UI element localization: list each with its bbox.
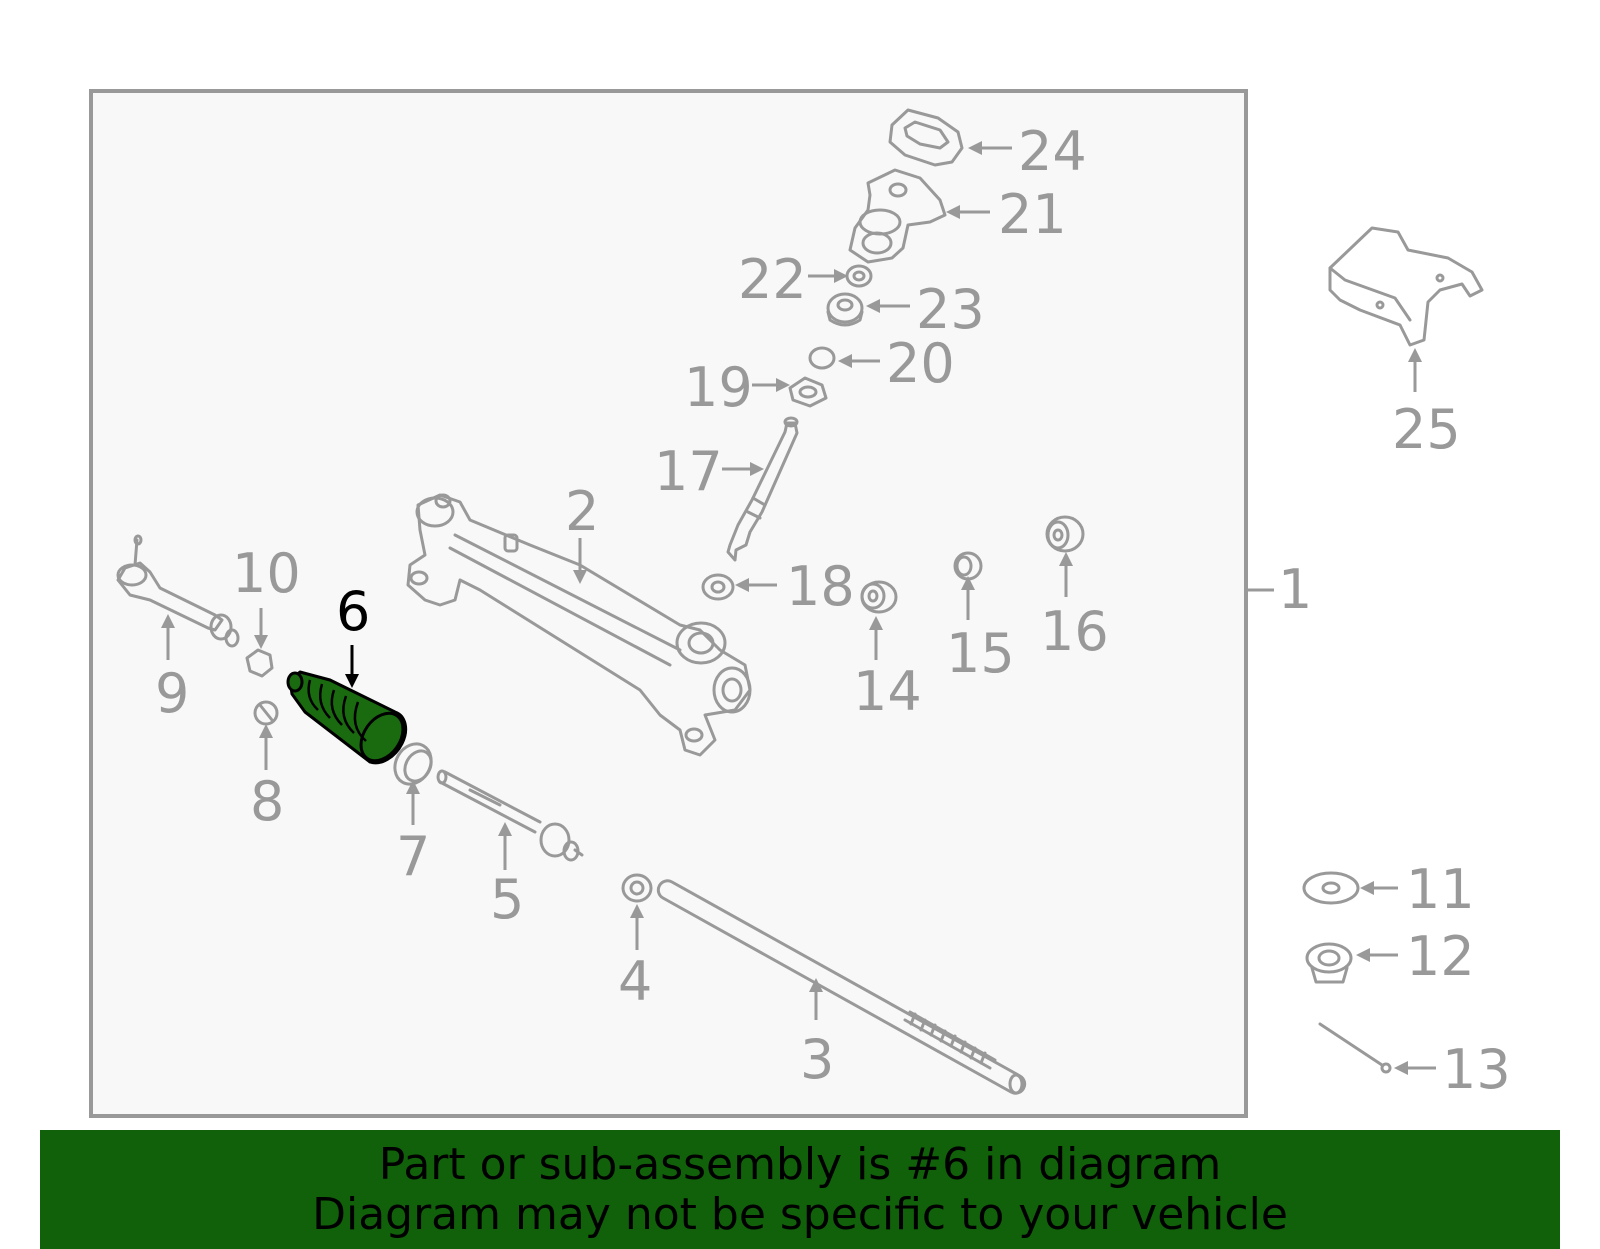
label-8: 8 [250, 770, 284, 833]
label-4: 4 [618, 950, 652, 1013]
label-6: 6 [336, 580, 370, 643]
label-22: 22 [738, 248, 807, 311]
label-10: 10 [232, 542, 301, 605]
part-3-rack-bar[interactable] [656, 879, 1027, 1095]
part-6-boot-highlighted[interactable] [286, 670, 412, 769]
label-16: 16 [1040, 600, 1109, 663]
label-2: 2 [565, 480, 599, 543]
part-5-inner-tie-rod[interactable] [436, 769, 584, 862]
part-23-bearing[interactable] [826, 292, 864, 327]
label-9: 9 [155, 662, 189, 725]
part-11-washer[interactable] [1302, 871, 1360, 905]
banner-line-1: Part or sub-assembly is #6 in diagram [378, 1138, 1222, 1190]
label-17: 17 [654, 440, 723, 503]
part-7-clamp[interactable] [388, 737, 438, 790]
part-17-pinion-shaft[interactable] [726, 416, 799, 562]
part-4-bushing[interactable] [621, 873, 653, 903]
part-9-tie-rod-end[interactable] [116, 534, 240, 648]
notice-banner: Part or sub-assembly is #6 in diagram Di… [40, 1130, 1560, 1249]
part-13-bolt[interactable] [1318, 1022, 1392, 1074]
label-24: 24 [1018, 120, 1087, 183]
part-10-nut[interactable] [245, 648, 274, 678]
label-5: 5 [490, 868, 524, 931]
label-11: 11 [1406, 858, 1475, 921]
part-14-bushing[interactable] [860, 580, 898, 614]
label-12: 12 [1406, 925, 1475, 988]
label-21: 21 [998, 183, 1067, 246]
part-16-bushing[interactable] [1045, 515, 1085, 553]
part-12-flange-nut[interactable] [1305, 942, 1353, 984]
part-2-gear-housing[interactable] [406, 493, 752, 757]
label-23: 23 [916, 278, 985, 341]
label-19: 19 [684, 356, 753, 419]
label-1: 1 [1278, 558, 1312, 621]
banner-line-2: Diagram may not be specific to your vehi… [312, 1188, 1288, 1240]
label-13: 13 [1442, 1038, 1511, 1101]
assembly-frame [89, 89, 1248, 1118]
label-14: 14 [853, 660, 922, 723]
part-21-valve-housing[interactable] [848, 168, 947, 264]
label-3: 3 [800, 1028, 834, 1091]
part-24-cover-seal[interactable] [888, 108, 964, 167]
part-19-hex-nut[interactable] [788, 376, 828, 408]
label-20: 20 [886, 332, 955, 395]
part-20-seal[interactable] [808, 346, 836, 370]
part-18-bushing[interactable] [701, 573, 735, 601]
label-18: 18 [786, 555, 855, 618]
label-7: 7 [396, 825, 430, 888]
label-15: 15 [946, 622, 1015, 685]
label-25: 25 [1392, 398, 1461, 461]
part-25-heat-shield[interactable] [1328, 226, 1484, 347]
